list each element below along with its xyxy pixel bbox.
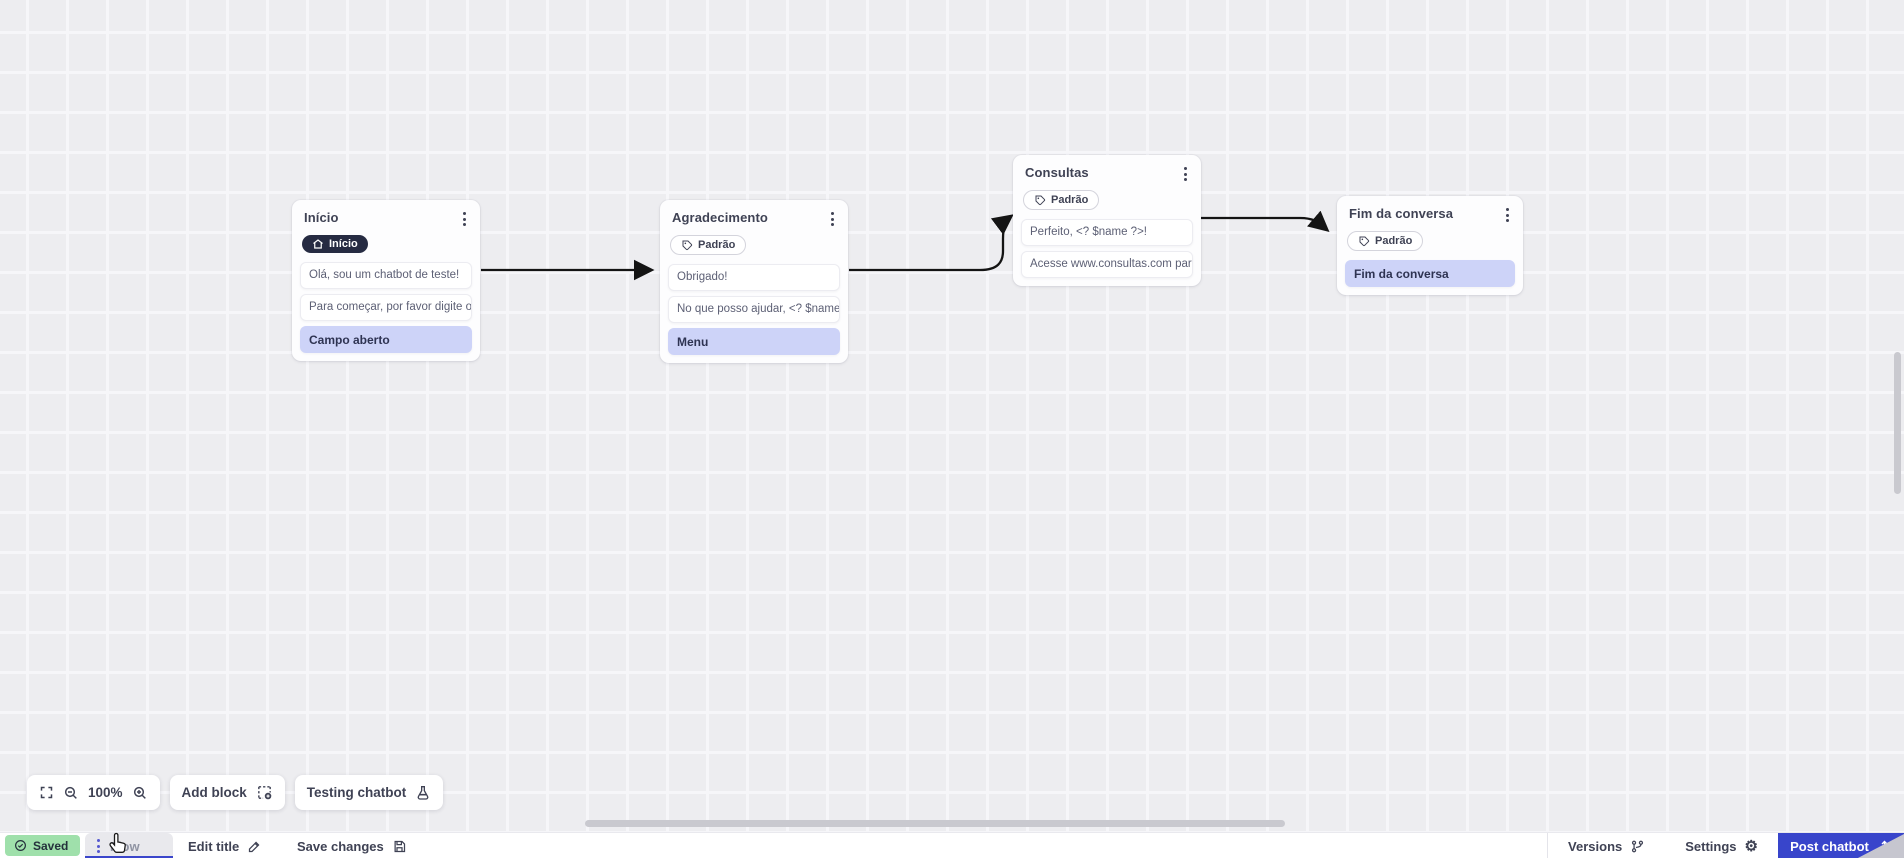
- add-block-button[interactable]: Add block: [169, 775, 285, 810]
- canvas-toolbar: 100% Add block Testing chatbot: [27, 775, 444, 810]
- badge-label: Padrão: [1375, 235, 1413, 247]
- group-badge-padrao[interactable]: Padrão: [1347, 231, 1424, 251]
- corner-wedge: [1856, 834, 1904, 858]
- step-card[interactable]: Para começar, por favor digite o ...: [300, 294, 472, 321]
- saved-label: Saved: [33, 838, 69, 853]
- step-card-input[interactable]: Menu: [668, 328, 840, 355]
- tab-flow[interactable]: Flow: [85, 833, 173, 858]
- saved-status-badge: Saved: [5, 835, 81, 856]
- versions-button[interactable]: Versions: [1548, 833, 1665, 858]
- add-block-icon: [257, 786, 272, 800]
- check-circle-icon: [15, 840, 26, 851]
- group-badge-padrao[interactable]: Padrão: [670, 235, 747, 255]
- zoom-out-icon[interactable]: [63, 785, 79, 801]
- step-card[interactable]: Obrigado!: [668, 264, 840, 291]
- versions-branch-icon: [1632, 840, 1644, 852]
- zoom-level: 100%: [88, 785, 123, 800]
- statusbar-right-group: Versions Settings ⚙ Post chatbot: [1547, 833, 1904, 858]
- post-chatbot-label: Post chatbot: [1790, 838, 1869, 854]
- block-title: Fim da conversa: [1349, 206, 1454, 221]
- badge-label: Padrão: [1051, 194, 1089, 206]
- drag-handle-icon[interactable]: [97, 839, 100, 853]
- block-header: Agradecimento: [668, 208, 840, 228]
- block-header: Fim da conversa: [1345, 204, 1515, 224]
- zoom-in-icon[interactable]: [132, 785, 148, 801]
- test-chatbot-label: Testing chatbot: [306, 785, 407, 800]
- badge-label: Padrão: [698, 239, 736, 251]
- group-badge-inicio[interactable]: Início: [302, 235, 368, 253]
- kebab-menu-icon[interactable]: [1502, 206, 1513, 224]
- test-chatbot-button[interactable]: Testing chatbot: [294, 775, 444, 810]
- block-header: Início: [300, 208, 472, 228]
- settings-label: Settings: [1685, 838, 1737, 854]
- step-card-end[interactable]: Fim da conversa: [1345, 260, 1515, 287]
- vertical-scrollbar[interactable]: [1894, 352, 1901, 494]
- edit-title-button[interactable]: Edit title: [188, 833, 262, 858]
- tag-icon: [1359, 236, 1370, 247]
- step-card-input[interactable]: Campo aberto: [300, 326, 472, 353]
- fullscreen-icon[interactable]: [39, 785, 54, 800]
- save-changes-label: Save changes: [297, 838, 384, 854]
- pencil-icon: [249, 841, 260, 852]
- step-card[interactable]: No que posso ajudar, <? $name ...: [668, 296, 840, 323]
- gear-icon: ⚙: [1744, 837, 1758, 855]
- block-header: Consultas: [1021, 163, 1193, 183]
- block-fim-da-conversa[interactable]: Fim da conversa Padrão Fim da conversa: [1337, 196, 1523, 295]
- kebab-menu-icon[interactable]: [459, 210, 470, 228]
- block-agradecimento[interactable]: Agradecimento Padrão Obrigado! No que po…: [660, 200, 848, 363]
- step-card[interactable]: Acesse www.consultas.com par...: [1021, 251, 1193, 278]
- block-consultas[interactable]: Consultas Padrão Perfeito, <? $name ?>! …: [1013, 155, 1201, 286]
- tag-icon: [1035, 195, 1046, 206]
- statusbar: Saved Flow Edit title Save changes Versi…: [0, 832, 1904, 858]
- step-card[interactable]: Perfeito, <? $name ?>!: [1021, 219, 1193, 246]
- kebab-menu-icon[interactable]: [1180, 165, 1191, 183]
- settings-button[interactable]: Settings ⚙: [1665, 833, 1778, 858]
- post-chatbot-button[interactable]: Post chatbot: [1778, 833, 1904, 858]
- versions-label: Versions: [1568, 838, 1623, 854]
- badge-label: Início: [329, 238, 358, 250]
- group-badge-padrao[interactable]: Padrão: [1023, 190, 1100, 210]
- block-title: Agradecimento: [672, 210, 768, 225]
- edit-title-label: Edit title: [188, 838, 240, 854]
- add-block-label: Add block: [181, 785, 247, 800]
- horizontal-scrollbar[interactable]: [585, 820, 1285, 827]
- flow-tab-label: Flow: [110, 838, 140, 854]
- block-title: Início: [304, 210, 339, 225]
- zoom-toolbar: 100%: [27, 775, 160, 810]
- step-card[interactable]: Olá, sou um chatbot de teste!: [300, 262, 472, 289]
- home-icon: [313, 239, 323, 249]
- block-title: Consultas: [1025, 165, 1089, 180]
- kebab-menu-icon[interactable]: [827, 210, 838, 228]
- flask-icon: [417, 785, 429, 800]
- tag-icon: [682, 240, 693, 251]
- block-inicio[interactable]: Início Início Olá, sou um chatbot de tes…: [292, 200, 480, 361]
- save-icon: [394, 840, 405, 852]
- edge-agradecimento-consultas[interactable]: [849, 214, 1014, 272]
- edge-consultas-fim[interactable]: [1201, 210, 1330, 232]
- save-changes-button[interactable]: Save changes: [297, 833, 407, 858]
